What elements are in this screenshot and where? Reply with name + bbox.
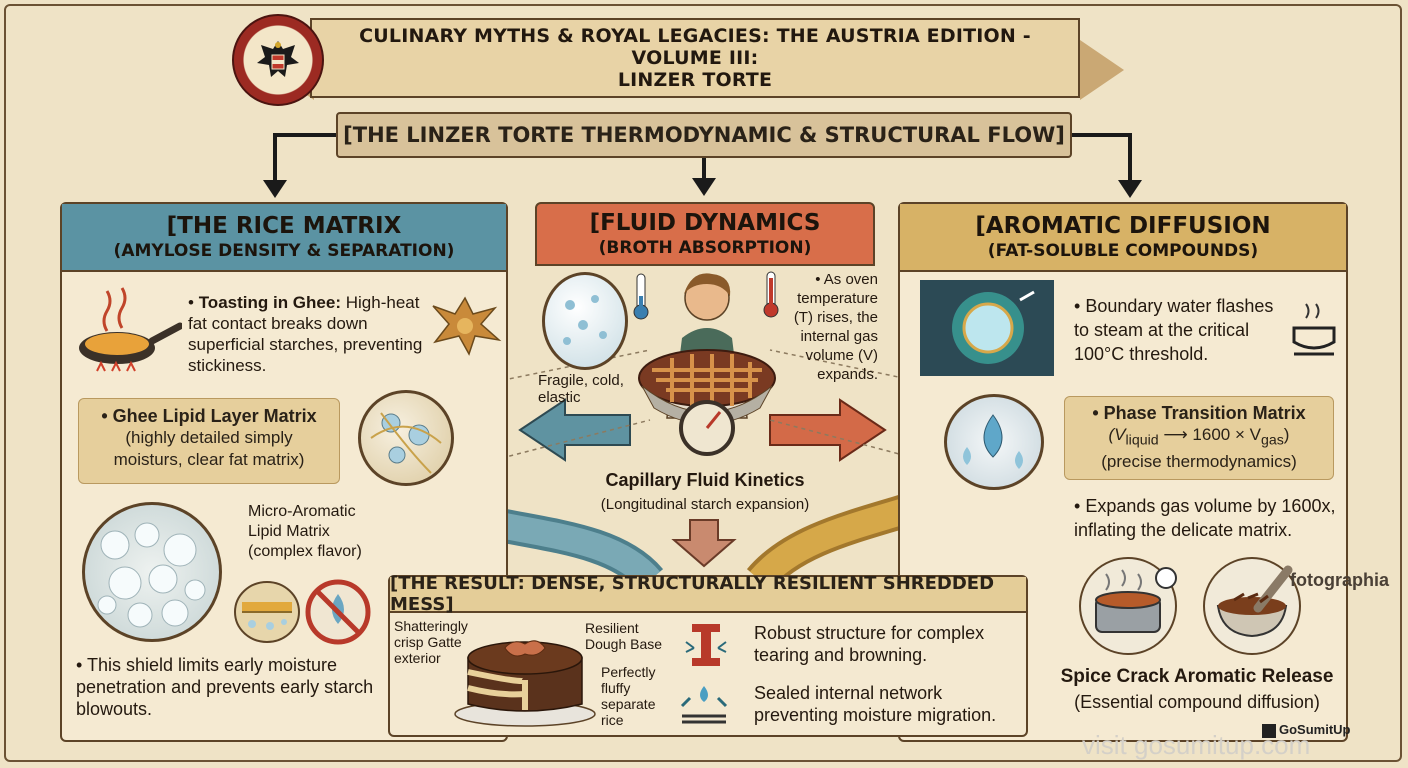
spice-crack-title: Spice Crack Aromatic Release xyxy=(1060,666,1334,687)
toasting-bullet: • Toasting in Ghee: High-heat fat contac… xyxy=(188,293,423,375)
ghee-lipid-text: (highly detailed simply moisturѕ, clear … xyxy=(113,428,305,469)
formula-part-c: ) xyxy=(1283,425,1290,444)
title-line-1: CULINARY MYTHS & ROYAL LEGACIES: THE AUS… xyxy=(359,25,1031,69)
robust-structure-text: Robust structure for complex tearing and… xyxy=(754,623,985,665)
poster-frame xyxy=(4,4,1402,762)
down-arrow-to-result xyxy=(671,519,737,568)
oven-temperature-text: As oven temperature (T) rises, the inter… xyxy=(793,271,878,383)
fluid-dynamics-heading: [FLUID DYNAMICS xyxy=(589,210,821,236)
oven-temperature-note: • As oven temperature (T) rises, the int… xyxy=(793,271,878,383)
flow-title: [THE LINZER TORTE THERMODYNAMIC & STRUCT… xyxy=(336,112,1072,158)
gosumitup-logo-icon xyxy=(1262,723,1276,738)
rice-matrix-heading: [THE RICE MATRIX xyxy=(166,213,402,239)
steaming-pot-icon xyxy=(1292,303,1336,356)
phase-transition-box: • Phase Transition Matrix (Vliquid ⟶ 160… xyxy=(1064,396,1334,480)
lipid-cell-magnified-icon xyxy=(358,390,454,486)
mortar-pestle-icon xyxy=(1203,557,1301,655)
ghee-lipid-box: • Ghee Lipid Layer Matrix (highly detail… xyxy=(78,398,340,484)
website-watermark: visit gosumitup.com xyxy=(1082,730,1311,760)
arrow-to-right-panel xyxy=(1072,133,1132,190)
phase-transition-title: Phase Transition Matrix xyxy=(1103,403,1306,423)
phase-formula: (Vliquid ⟶ 1600 × Vgas) xyxy=(1075,424,1323,451)
arrow-to-left-panel xyxy=(273,133,336,190)
frying-pan-icon xyxy=(79,287,182,372)
blue-left-arrow xyxy=(518,398,631,462)
formula-sub-gas: gas xyxy=(1260,432,1284,449)
expands-gas-text: Expands gas volume by 1600x, inflating t… xyxy=(1074,496,1336,540)
fluffy-rice-label: Perfectly fluffy separate rice xyxy=(601,664,656,728)
spice-crack-subtitle: (Essential compound diffusion) xyxy=(1074,692,1320,712)
crisp-exterior-label: Shatteringly crisp Gatte exterior xyxy=(394,618,468,666)
aromatic-diffusion-subheading: (FAT-SOLUBLE COMPOUNDS) xyxy=(987,241,1259,261)
micro-aromatic-label: Micro-Aromatic Lipid Matrix (complex fla… xyxy=(248,503,362,560)
gosumitup-logo-text: GoSumitUp xyxy=(1279,722,1351,737)
result-heading: [THE RESULT: DENSE, STRUCTURALLY RESILIE… xyxy=(390,573,1026,615)
austrian-eagle-seal-icon xyxy=(232,14,324,106)
title-banner: CULINARY MYTHS & ROYAL LEGACIES: THE AUS… xyxy=(310,18,1080,98)
lipid-bubbles-icon xyxy=(82,502,222,642)
fotographia-watermark: fotographia xyxy=(1290,570,1389,590)
fluid-dynamics-subheading: (BROTH ABSORPTION) xyxy=(598,238,812,258)
baker-with-pie-illustration xyxy=(638,273,776,456)
formula-part-a: (V xyxy=(1108,425,1126,444)
fragile-cold-label: Fragile, cold, elastic xyxy=(538,372,624,406)
red-right-arrow xyxy=(769,398,887,462)
steam-burst-icon xyxy=(920,280,1054,376)
boundary-water-text: Boundary water flashes to steam at the c… xyxy=(1074,296,1274,364)
shield-bullet: • This shield limits early moisture pene… xyxy=(76,655,374,719)
ghee-lipid-title: Ghee Lipid Layer Matrix xyxy=(112,406,317,426)
shield-bullet-text: This shield limits early moisture penetr… xyxy=(76,655,374,719)
cold-dough-sphere-icon xyxy=(542,272,628,370)
fluid-dynamics-header: [FLUID DYNAMICS (BROTH ABSORPTION) xyxy=(535,202,875,266)
cooking-pot-icon xyxy=(1079,557,1177,655)
gosumitup-logo: GoSumitUp xyxy=(1262,722,1351,738)
rice-matrix-subheading: (AMYLOSE DENSITY & SEPARATION) xyxy=(113,241,455,261)
rice-matrix-header: [THE RICE MATRIX (AMYLOSE DENSITY & SEPA… xyxy=(62,204,506,272)
toasting-bullet-text: High-heat fat contact breaks down superf… xyxy=(188,293,423,375)
layered-cake-illustration xyxy=(454,640,596,727)
capillary-subtitle: (Longitudinal starch expansion) xyxy=(600,496,810,513)
dough-base-label: Resilient Dough Base xyxy=(585,620,663,652)
water-droplet-magnified-icon xyxy=(944,394,1044,490)
toasting-bullet-bold: Toasting in Ghee: xyxy=(198,293,341,312)
no-moisture-icon xyxy=(305,579,371,645)
structure-beam-icon xyxy=(685,624,727,666)
thermometer-low-icon xyxy=(633,273,649,320)
formula-sub-liquid: liquid xyxy=(1125,432,1159,449)
capillary-title: Capillary Fluid Kinetics xyxy=(605,470,805,490)
aromatic-diffusion-header: [AROMATIC DIFFUSION (FAT-SOLUBLE COMPOUN… xyxy=(900,204,1346,272)
sealed-network-text: Sealed internal network preventing moist… xyxy=(754,683,997,725)
expands-gas-bullet: • Expands gas volume by 1600x, inflating… xyxy=(1074,496,1336,540)
phase-transition-text: (precise thermodynamics) xyxy=(1101,452,1297,472)
title-line-2: LINZER TORTE xyxy=(617,69,773,91)
thermometer-high-icon xyxy=(763,271,779,318)
formula-part-b: ⟶ 1600 × V xyxy=(1158,425,1261,444)
starch-splat-icon xyxy=(432,296,502,356)
aromatic-diffusion-heading: [AROMATIC DIFFUSION xyxy=(975,213,1271,239)
moisture-seal-icon xyxy=(680,686,728,724)
boundary-water-bullet: • Boundary water flashes to steam at the… xyxy=(1074,296,1274,364)
lipid-layer-icon xyxy=(234,581,300,643)
fluid-dynamics-panel: [FLUID DYNAMICS (BROTH ABSORPTION) xyxy=(535,202,875,282)
banner-ribbon-right xyxy=(1080,40,1124,100)
